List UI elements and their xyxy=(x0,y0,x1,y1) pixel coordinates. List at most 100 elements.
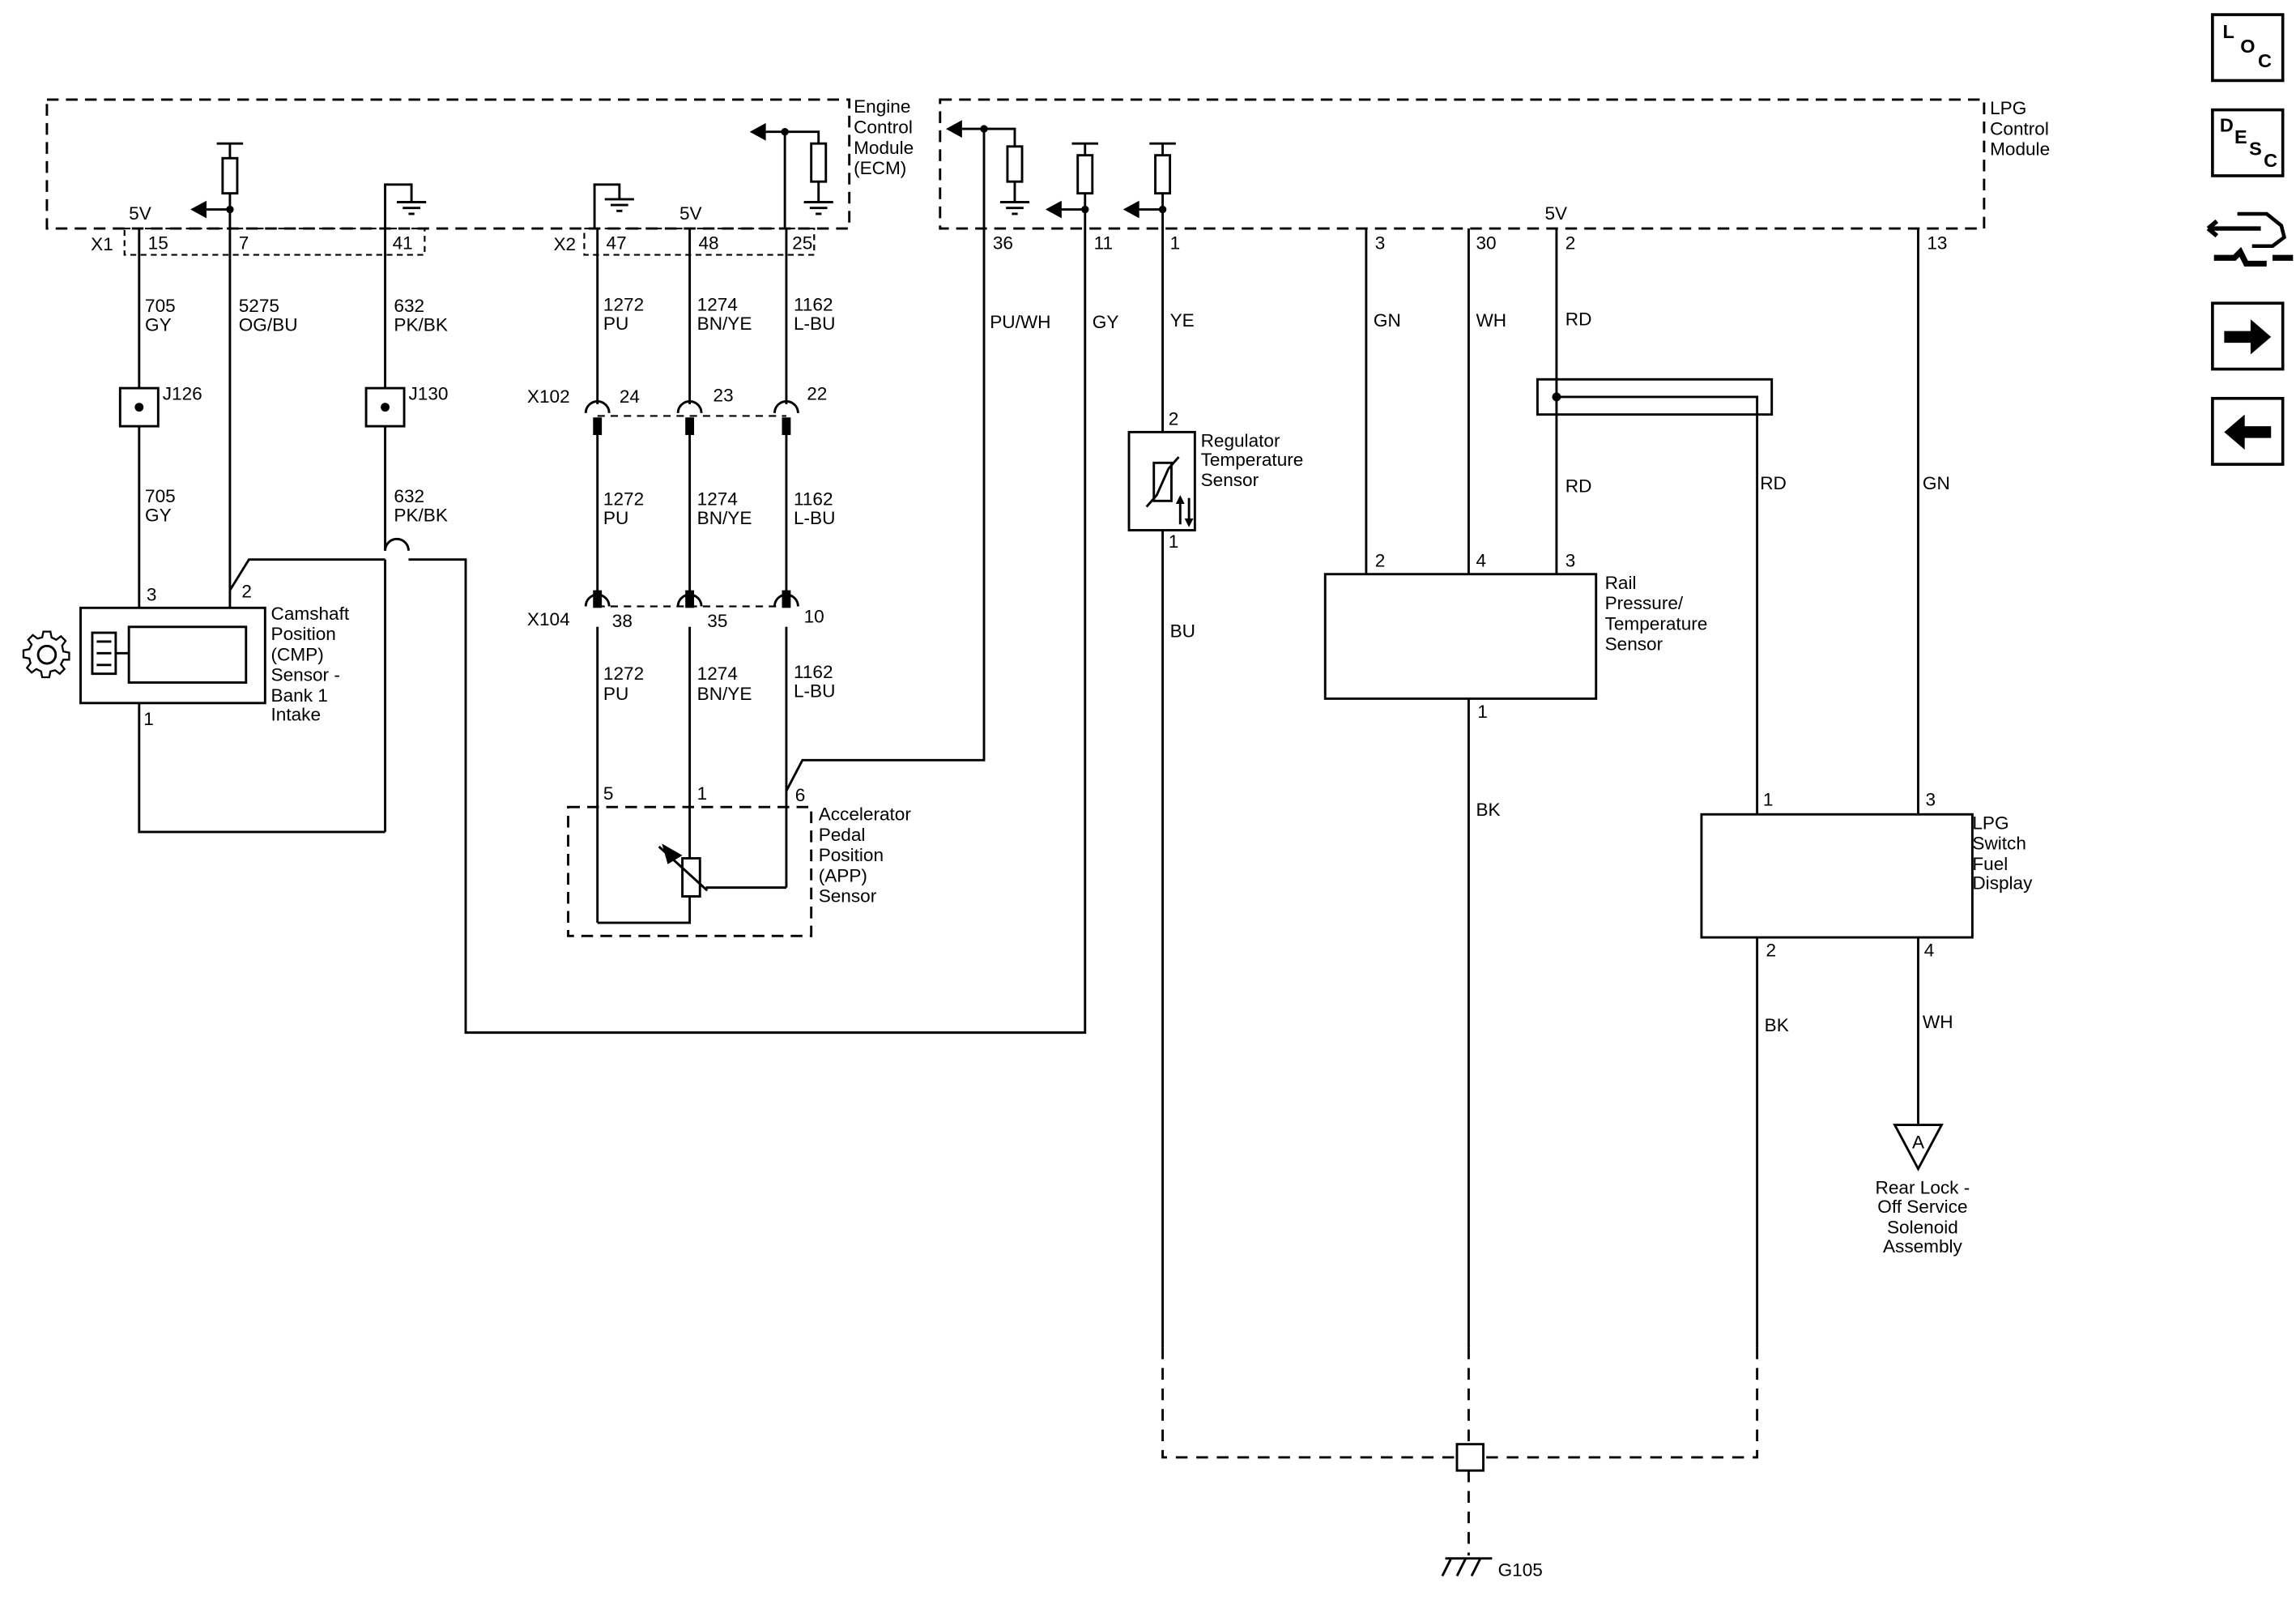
pin-label: 5 xyxy=(603,783,614,804)
svg-text:Control: Control xyxy=(854,117,913,138)
svg-text:PU: PU xyxy=(603,684,628,704)
svg-text:RD: RD xyxy=(1565,309,1592,329)
cmp-sensor-label: Camshaft Position (CMP) Sensor - Bank 1 … xyxy=(271,604,350,725)
svg-text:Module: Module xyxy=(854,138,914,158)
pin-label: 3 xyxy=(1565,551,1576,571)
svg-text:(CMP): (CMP) xyxy=(271,644,324,664)
connector-tool-icon[interactable] xyxy=(2206,211,2294,267)
pin-label: 3 xyxy=(1375,233,1386,253)
svg-text:632: 632 xyxy=(394,486,424,506)
pin-label: 24 xyxy=(620,386,640,407)
loc-button[interactable] xyxy=(2211,13,2285,83)
svg-text:Bank 1: Bank 1 xyxy=(271,685,328,706)
svg-text:RD: RD xyxy=(1760,473,1787,493)
pin-label: 3 xyxy=(1926,789,1936,809)
svg-text:1272: 1272 xyxy=(603,294,644,314)
svg-text:705: 705 xyxy=(145,486,176,506)
pin-label: 7 xyxy=(239,233,249,253)
svg-text:Rear Lock -: Rear Lock - xyxy=(1876,1177,1970,1197)
pin-label: 11 xyxy=(1094,233,1113,253)
pin-label: 4 xyxy=(1476,551,1486,571)
fuel-display xyxy=(1700,813,1974,939)
svg-text:Position: Position xyxy=(271,624,336,644)
rail-sensor-label: Rail Pressure/ Temperature Sensor xyxy=(1605,573,1708,655)
svg-text:C: C xyxy=(2258,50,2272,71)
svg-text:705: 705 xyxy=(145,296,176,316)
svg-text:Pressure/: Pressure/ xyxy=(1605,593,1684,613)
svg-text:L: L xyxy=(2223,21,2234,42)
svg-text:GY: GY xyxy=(145,506,172,526)
pin-label: 41 xyxy=(393,233,413,253)
regulator-temperature-sensor xyxy=(1127,430,1196,531)
lpg-module-box xyxy=(939,98,1986,230)
pin-label: 23 xyxy=(714,385,734,405)
svg-text:5275: 5275 xyxy=(239,296,279,316)
pin-label: 2 xyxy=(1375,551,1386,571)
svg-text:1162: 1162 xyxy=(794,294,833,314)
svg-text:(APP): (APP) xyxy=(819,865,867,885)
ecm-internal-circuits xyxy=(205,130,833,229)
svg-text:1272: 1272 xyxy=(603,663,644,684)
svg-text:PU: PU xyxy=(603,508,628,528)
svg-text:Regulator: Regulator xyxy=(1201,430,1280,450)
ground-g105 xyxy=(1441,1557,1493,1577)
svg-text:(ECM): (ECM) xyxy=(854,158,906,178)
svg-text:1162: 1162 xyxy=(794,489,833,510)
pin-label: 4 xyxy=(1924,941,1935,961)
svg-text:LPG: LPG xyxy=(1972,813,2008,833)
pin-label: 3 xyxy=(147,584,157,604)
svg-text:1162: 1162 xyxy=(794,662,833,682)
svg-text:L-BU: L-BU xyxy=(794,508,835,528)
svg-text:OG/BU: OG/BU xyxy=(239,315,298,335)
connector-x2: X2 xyxy=(553,234,576,254)
pin-label: 1 xyxy=(697,783,708,804)
inline-pins xyxy=(593,417,791,608)
svg-text:Position: Position xyxy=(819,845,884,865)
svg-text:Accelerator: Accelerator xyxy=(819,804,912,824)
svg-text:Display: Display xyxy=(1972,872,2033,893)
svg-text:Switch: Switch xyxy=(1972,834,2026,854)
regulator-sensor-label: Regulator Temperature Sensor xyxy=(1201,430,1304,490)
svg-text:S: S xyxy=(2249,139,2262,160)
svg-text:Rail: Rail xyxy=(1605,573,1637,593)
cmp-sensor xyxy=(79,606,266,705)
svg-text:YE: YE xyxy=(1170,310,1195,331)
svg-text:Intake: Intake xyxy=(271,705,322,725)
svg-text:PU/WH: PU/WH xyxy=(990,312,1050,332)
loc-button-label: L O C xyxy=(2223,21,2272,71)
desc-button[interactable] xyxy=(2211,108,2285,177)
svg-text:1272: 1272 xyxy=(603,489,644,510)
svg-text:L-BU: L-BU xyxy=(794,314,835,334)
pin-label: 15 xyxy=(148,233,168,253)
svg-text:1274: 1274 xyxy=(697,489,738,510)
gear-icon xyxy=(22,630,70,679)
offpage-connector-label: A xyxy=(1912,1132,1925,1152)
arrow-heads xyxy=(190,120,1167,219)
pin-label: 1 xyxy=(1477,702,1488,722)
arrow-right-icon xyxy=(2224,319,2272,355)
svg-text:PK/BK: PK/BK xyxy=(394,315,448,335)
svg-text:Off Service: Off Service xyxy=(1877,1197,1967,1217)
app-sensor-label: Accelerator Pedal Position (APP) Sensor xyxy=(819,804,912,906)
ecm-label: Engine Control Module (ECM) xyxy=(854,96,914,178)
svg-text:Fuel: Fuel xyxy=(1972,854,2008,874)
pin-label: 35 xyxy=(707,611,727,631)
splice-label: J126 xyxy=(163,384,202,404)
svg-text:632: 632 xyxy=(394,296,424,316)
pin-label: 48 xyxy=(698,233,718,253)
svg-text:Camshaft: Camshaft xyxy=(271,604,350,624)
svg-text:BK: BK xyxy=(1476,800,1500,820)
wires xyxy=(138,228,1919,1556)
pin-label: 1 xyxy=(143,709,154,729)
pin-label: 13 xyxy=(1927,233,1947,253)
rail-pressure-sensor xyxy=(1323,573,1598,700)
shield-box xyxy=(1536,378,1774,416)
svg-text:PU: PU xyxy=(603,314,628,334)
arrow-left-icon xyxy=(2224,414,2272,450)
lpg-internal-circuits xyxy=(961,127,1176,229)
svg-text:L-BU: L-BU xyxy=(794,681,835,702)
pin-label: 2 xyxy=(1565,233,1576,253)
pin-label: 36 xyxy=(993,233,1013,253)
